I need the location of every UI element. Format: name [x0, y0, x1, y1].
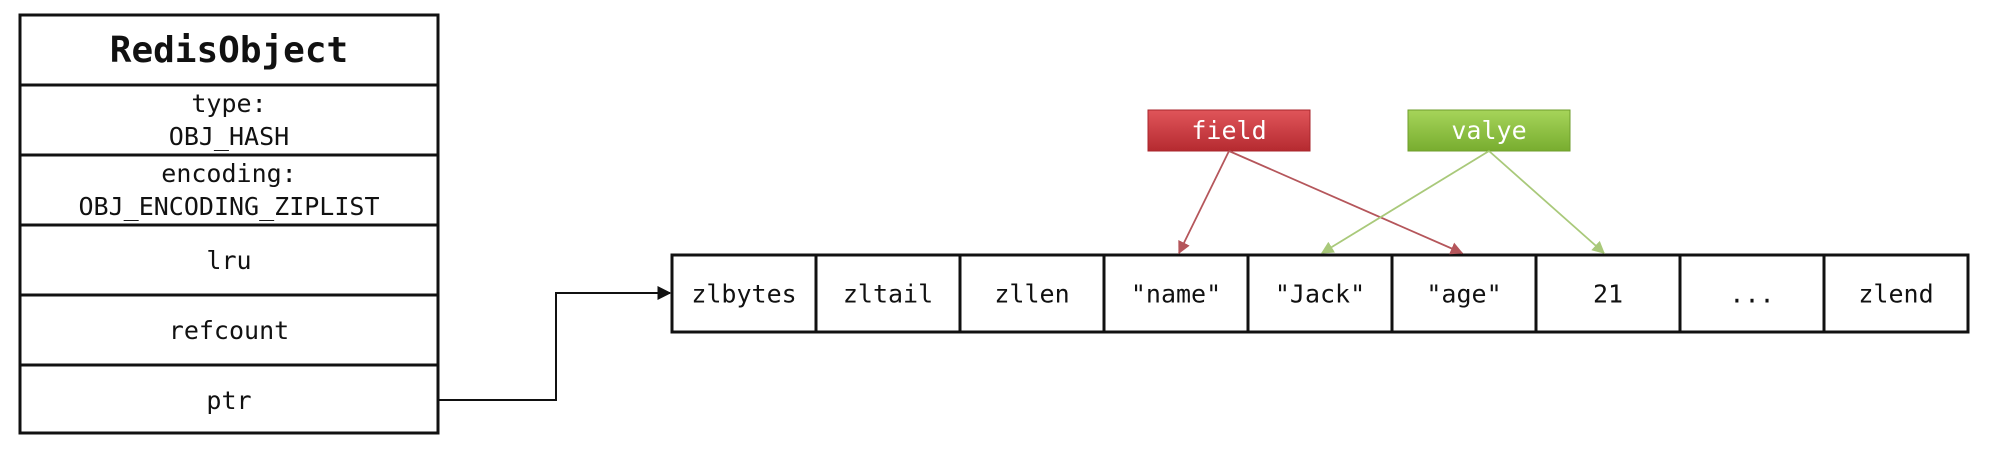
redis-object-title: RedisObject: [110, 30, 348, 71]
encoding-field-label: encoding:: [161, 159, 296, 188]
redis-object-struct: RedisObject type: OBJ_HASH encoding: OBJ…: [18, 13, 440, 435]
ptr-connector-arrow: [438, 286, 672, 401]
ziplist-cell: zlbytes: [691, 280, 796, 309]
ziplist-cell: 21: [1593, 280, 1623, 309]
ziplist-array: zlbytes zltail zllen "name" "Jack" "age" 21...…: [670, 253, 1970, 334]
lru-field: lru: [206, 246, 251, 275]
value-to-21-arrow: [1488, 150, 1605, 254]
field-to-age-arrow: [1228, 150, 1464, 255]
encoding-field-value: OBJ_ENCODING_ZIPLIST: [78, 192, 379, 221]
refcount-field: refcount: [169, 316, 289, 345]
ziplist-cell: zltail: [843, 280, 933, 309]
ptr-field: ptr: [206, 386, 251, 415]
field-tag: field: [1147, 109, 1311, 152]
field-to-name-arrow: [1178, 150, 1230, 255]
value-tag-label: valye: [1451, 116, 1526, 145]
ziplist-cell: "age": [1426, 280, 1501, 309]
field-tag-label: field: [1191, 116, 1266, 145]
ziplist-cell: "name": [1131, 280, 1221, 309]
value-tag: valye: [1407, 109, 1571, 152]
ziplist-cell: ...: [1729, 280, 1774, 309]
value-to-jack-arrow: [1320, 150, 1490, 254]
type-field-value: OBJ_HASH: [169, 122, 289, 151]
type-field-label: type:: [191, 89, 266, 118]
ziplist-cell: zlend: [1858, 280, 1933, 309]
ziplist-cell: "Jack": [1275, 280, 1365, 309]
ziplist-cell: zllen: [994, 280, 1069, 309]
